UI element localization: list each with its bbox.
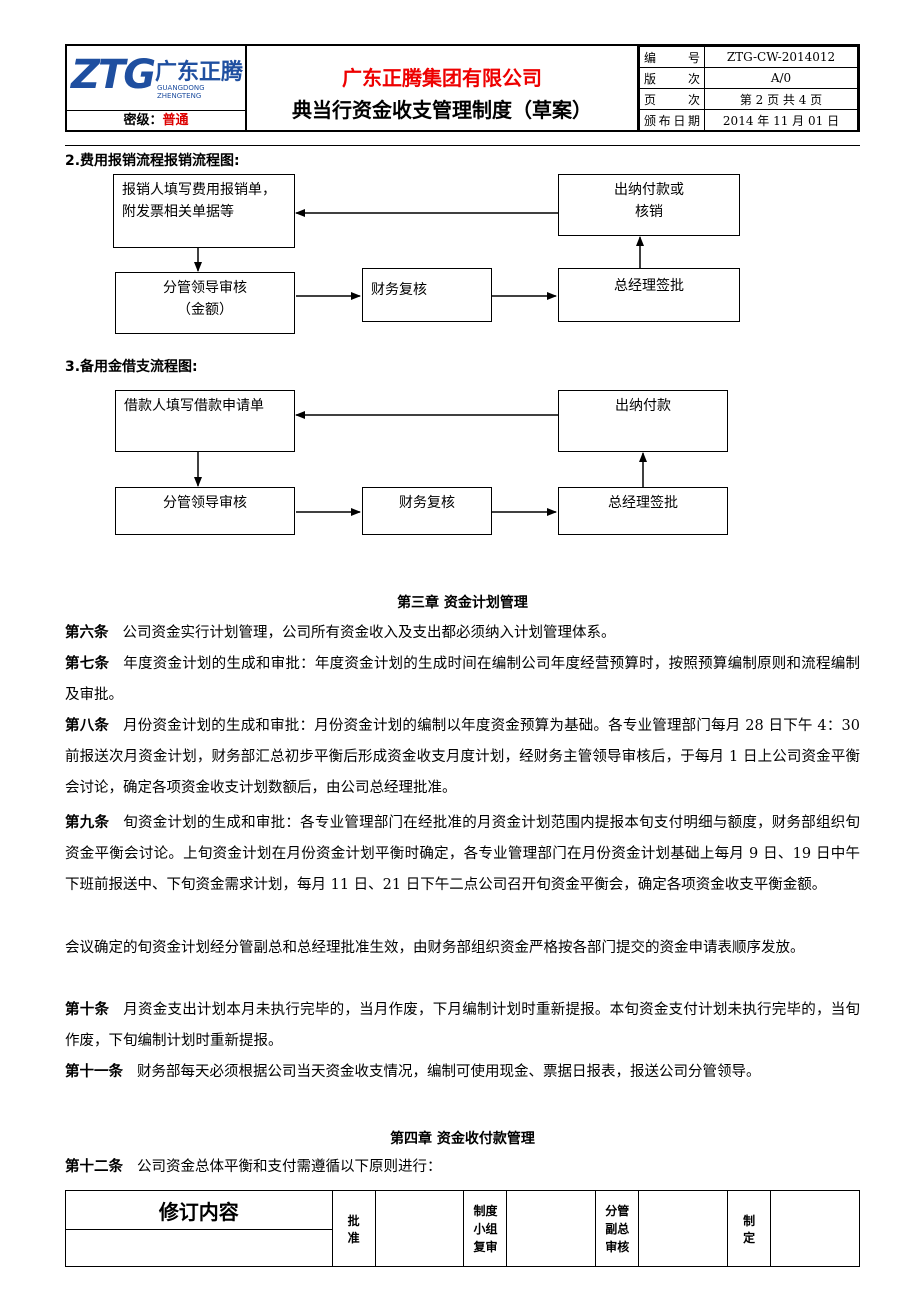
- article-number: 第十条: [65, 1002, 110, 1018]
- flow2-box-text: 财务复核: [399, 495, 455, 511]
- meta-value: 2014 年 11 月 01 日: [704, 109, 858, 131]
- logo-chinese: 广东正腾: [155, 60, 244, 85]
- logo-ztg: ZTG: [71, 52, 156, 98]
- flow2-box-gm: 总经理签批: [558, 487, 728, 535]
- flow1-box-text: 出纳付款或 核销: [614, 182, 684, 220]
- flow1-box-text: 报销人填写费用报销单，附发票相关单据等: [122, 182, 276, 220]
- article-9-continued: 会议确定的旬资金计划经分管副总和总经理批准生效，由财务部组织资金严格按各部门提交…: [65, 933, 860, 964]
- article-text: 会议确定的旬资金计划经分管副总和总经理批准生效，由财务部组织资金严格按各部门提交…: [65, 940, 805, 956]
- flow2-box-text: 总经理签批: [608, 495, 678, 511]
- article-text: 月资金支出计划本月未执行完毕的，当月作废，下月编制计划时重新提报。本旬资金支付计…: [65, 1002, 861, 1049]
- revision-row: [65, 1229, 860, 1267]
- company-logo: ZTG 广东正腾 GUANGDONG ZHENGTENG 密级：普通: [67, 46, 247, 130]
- article-11: 第十一条财务部每天必须根据公司当天资金收支情况，编制可使用现金、票据日报表，报送…: [65, 1057, 860, 1088]
- secret-level: 密级：普通: [67, 110, 245, 131]
- header-rule: [65, 145, 860, 146]
- article-text: 公司资金总体平衡和支付需遵循以下原则进行：: [137, 1159, 442, 1175]
- article-8: 第八条月份资金计划的生成和审批：月份资金计划的编制以年度资金预算为基础。各专业管…: [65, 711, 860, 804]
- group-review-label: 制度 小组 复审: [463, 1190, 508, 1267]
- flow1-box-finance: 财务复核: [362, 268, 492, 322]
- article-text: 公司资金实行计划管理，公司所有资金收入及支出都必须纳入计划管理体系。: [122, 625, 616, 641]
- article-12: 第十二条公司资金总体平衡和支付需遵循以下原则进行：: [65, 1152, 860, 1183]
- flow2-box-text: 出纳付款: [615, 398, 671, 414]
- article-9: 第九条旬资金计划的生成和审批：各专业管理部门在经批准的月资金计划范围内提报本旬支…: [65, 808, 860, 901]
- flow1-box-text: 总经理签批: [614, 278, 684, 294]
- vp-review-cell: [638, 1190, 729, 1267]
- article-10: 第十条月资金支出计划本月未执行完毕的，当月作废，下月编制计划时重新提报。本旬资金…: [65, 995, 860, 1057]
- article-number: 第十二条: [65, 1159, 123, 1175]
- article-text: 年度资金计划的生成和审批：年度资金计划的生成时间在编制公司年度经营预算时，按照预…: [65, 656, 861, 703]
- article-text: 月份资金计划的生成和审批：月份资金计划的编制以年度资金预算为基础。各专业管理部门…: [65, 718, 861, 796]
- revision-content-cell: [65, 1229, 333, 1267]
- secret-value: 普通: [162, 113, 189, 128]
- flow-arrows: [194, 209, 647, 516]
- flow1-box-cashier: 出纳付款或 核销: [558, 174, 740, 236]
- flow1-box-reimburse: 报销人填写费用报销单，附发票相关单据等: [113, 174, 295, 248]
- article-number: 第八条: [65, 718, 110, 734]
- meta-value: 第 2 页 共 4 页: [704, 88, 858, 110]
- flow2-box-finance: 财务复核: [362, 487, 492, 535]
- revision-content-label: 修订内容: [65, 1190, 333, 1230]
- article-number: 第七条: [65, 656, 110, 672]
- flow1-box-gm: 总经理签批: [558, 268, 740, 322]
- chapter-4-title: 第四章 资金收付款管理: [390, 1131, 535, 1147]
- approve-cell: [374, 1190, 465, 1267]
- meta-value: ZTG-CW-2014012: [704, 46, 858, 68]
- group-review-cell: [506, 1190, 597, 1267]
- flow2-title: 3.备用金借支流程图:: [65, 359, 198, 375]
- flow2-box-cashier: 出纳付款: [558, 390, 728, 452]
- logo-english: GUANGDONG ZHENGTENG: [157, 84, 205, 100]
- make-cell: [770, 1190, 860, 1267]
- flow2-box-text: 借款人填写借款申请单: [124, 398, 264, 414]
- revision-table: 修订内容 批 准 制度 小组 复审 分管 副总 审核 制 定: [65, 1190, 860, 1267]
- title-block: 广东正腾集团有限公司 典当行资金收支管理制度（草案）: [247, 46, 639, 130]
- flow2-box-text: 分管领导审核: [163, 495, 247, 511]
- flow1-box-manager: 分管领导审核 （金额）: [115, 272, 295, 334]
- approve-label: 批 准: [331, 1190, 376, 1267]
- article-7: 第七条年度资金计划的生成和审批：年度资金计划的生成时间在编制公司年度经营预算时，…: [65, 649, 860, 711]
- article-number: 第十一条: [65, 1064, 123, 1080]
- flow1-title: 2.费用报销流程报销流程图:: [65, 153, 240, 169]
- flow1-box-text: 分管领导审核 （金额）: [163, 280, 247, 318]
- make-label: 制 定: [727, 1190, 772, 1267]
- flow1-box-text: 财务复核: [371, 282, 427, 298]
- meta-key: 版次: [639, 67, 705, 89]
- article-number: 第九条: [65, 815, 110, 831]
- chapter-3-title: 第三章 资金计划管理: [397, 595, 528, 611]
- document-header: ZTG 广东正腾 GUANGDONG ZHENGTENG 密级：普通 广东正腾集…: [65, 44, 860, 132]
- article-6: 第六条公司资金实行计划管理，公司所有资金收入及支出都必须纳入计划管理体系。: [65, 618, 860, 649]
- revision-row: 修订内容 批 准 制度 小组 复审 分管 副总 审核 制 定: [65, 1190, 860, 1267]
- meta-key: 编号: [639, 46, 705, 68]
- document-title: 典当行资金收支管理制度（草案）: [292, 98, 592, 122]
- flow2-box-borrower: 借款人填写借款申请单: [115, 390, 295, 452]
- article-text: 旬资金计划的生成和审批：各专业管理部门在经批准的月资金计划范围内提报本旬支付明细…: [65, 815, 861, 893]
- article-text: 财务部每天必须根据公司当天资金收支情况，编制可使用现金、票据日报表，报送公司分管…: [137, 1064, 761, 1080]
- secret-label: 密级：: [123, 113, 163, 128]
- article-number: 第六条: [65, 625, 109, 641]
- flow2-box-manager: 分管领导审核: [115, 487, 295, 535]
- vp-review-label: 分管 副总 审核: [595, 1190, 640, 1267]
- company-name: 广东正腾集团有限公司: [342, 66, 542, 90]
